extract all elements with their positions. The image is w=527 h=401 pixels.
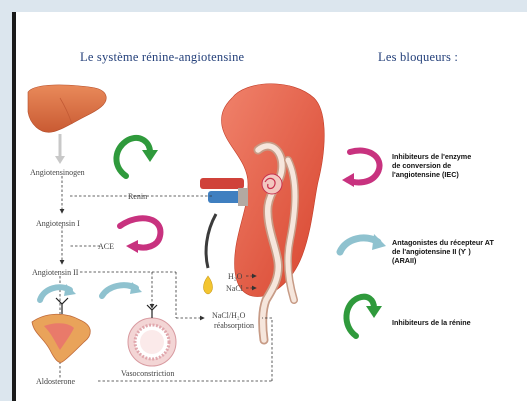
legend-iec-text: Inhibiteurs de l'enzyme de conversion de… — [392, 152, 471, 179]
legend-iec-line-3: l'angiotensine (IEC) — [392, 170, 471, 179]
label-h2o: H₂O — [228, 272, 242, 281]
label-vasoconstriction: Vasoconstriction — [121, 369, 174, 378]
label-renin: Renin — [128, 192, 147, 201]
legend-iec-line-1: Inhibiteurs de l'enzyme — [392, 152, 471, 161]
liver-output-arrow — [55, 134, 65, 164]
label-angiotensin-2: Angiotensin II — [32, 268, 78, 277]
legend-arai-text: Antagonistes du récepteur AT de l'angiot… — [392, 238, 494, 265]
legend-arai-line-2: de l'angiotensine II (Ƴ ) — [392, 247, 494, 256]
legend-renin-line-1: Inhibiteurs de la rénine — [392, 318, 471, 327]
label-ace: ACE — [98, 242, 114, 251]
kidney-icon — [221, 84, 324, 340]
legend-arai-line-1: Antagonistes du récepteur AT — [392, 238, 494, 247]
label-aldosterone: Aldosterone — [36, 377, 75, 386]
receptor-icon-vessel — [147, 305, 157, 318]
blood-vessel-icon — [128, 318, 176, 366]
legend-arai-arrow — [340, 234, 386, 252]
label-nacl: NaCl — [226, 284, 243, 293]
label-nacl-h2o: NaCl/H₂O — [212, 311, 245, 320]
legend-iec-arrow — [342, 151, 380, 187]
receptor-icon — [56, 298, 68, 314]
liver-icon — [28, 85, 106, 132]
label-angiotensin-1: Angiotensin I — [36, 219, 80, 228]
iec-arrow-main — [120, 218, 160, 253]
arai-arrow-adrenal — [40, 284, 76, 300]
adrenal-gland-icon — [32, 314, 90, 362]
legend-arai-line-3: (ARAII) — [392, 256, 494, 265]
legend-iec-line-2: de conversion de — [392, 161, 471, 170]
arai-arrow-vessel — [102, 282, 142, 296]
legend-renin-arrow — [346, 297, 382, 336]
legend-renin-text: Inhibiteurs de la rénine — [392, 318, 471, 327]
urine-drop — [204, 214, 217, 294]
renal-vessels — [200, 178, 248, 206]
renin-inhibitor-arrow-main — [116, 138, 158, 176]
label-angiotensinogen: Angiotensinogen — [30, 168, 85, 177]
label-reabsorption: réabsorption — [214, 321, 254, 330]
